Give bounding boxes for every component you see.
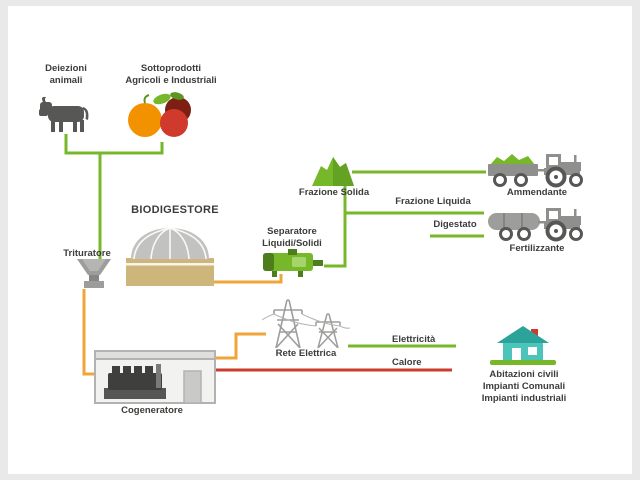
label-cogeneratore: Cogeneratore [121,405,183,416]
label-separatore: Separatore Liquidi/Solidi [250,226,334,249]
label-line: Liquidi/Solidi [262,237,322,249]
fruits-icon [128,92,191,137]
label-deiezioni-animali: Deiezioni animali [28,63,104,86]
label-frazione-solida: Frazione Solida [298,187,370,198]
line-cogenerator-to-grid [216,332,266,360]
label-line: Impianti industriali [481,393,567,404]
label-line: animali [49,74,83,86]
label-frazione-liquida: Frazione Liquida [395,196,471,207]
label-biodigestore: BIODIGESTORE [131,204,219,216]
line-separator-to-solid [324,184,347,268]
solid-heap-icon [312,157,354,186]
label-ammendante: Ammendante [506,187,568,198]
label-line: Abitazioni civili [489,369,559,380]
cogenerator-building-icon [94,350,216,404]
house-icon [490,326,556,365]
label-line: Impianti Comunali [482,381,566,392]
separator-machine-icon [263,249,323,277]
label-calore: Calore [392,357,422,368]
tractor [544,208,583,242]
label-trituratore: Trituratore [63,248,111,259]
label-elettricita: Elettricità [392,334,436,345]
label-fertilizzante: Fertilizzante [509,243,565,254]
line-digester-to-separator [212,274,283,284]
label-sottoprodotti: Sottoprodotti Agricoli e Industriali [110,63,232,86]
label-rete-elettrica: Rete Elettrica [275,348,337,359]
label-line: Deiezioni [45,63,87,74]
cow-icon [39,96,89,132]
label-utenze: Abitazioni civili Impianti Comunali Impi… [454,369,594,405]
tractor-tank-icon [488,208,583,242]
label-line: Agricoli e Industriali [125,74,217,86]
shredder-icon [77,259,111,288]
label-digestato: Digestato [433,219,477,230]
tractor [544,154,583,188]
biodigester-dome-icon [126,227,214,286]
label-line: Separatore [267,226,317,237]
power-pylons-icon [262,299,350,348]
tractor-trailer-icon [488,154,583,188]
label-line: Sottoprodotti [140,63,202,74]
